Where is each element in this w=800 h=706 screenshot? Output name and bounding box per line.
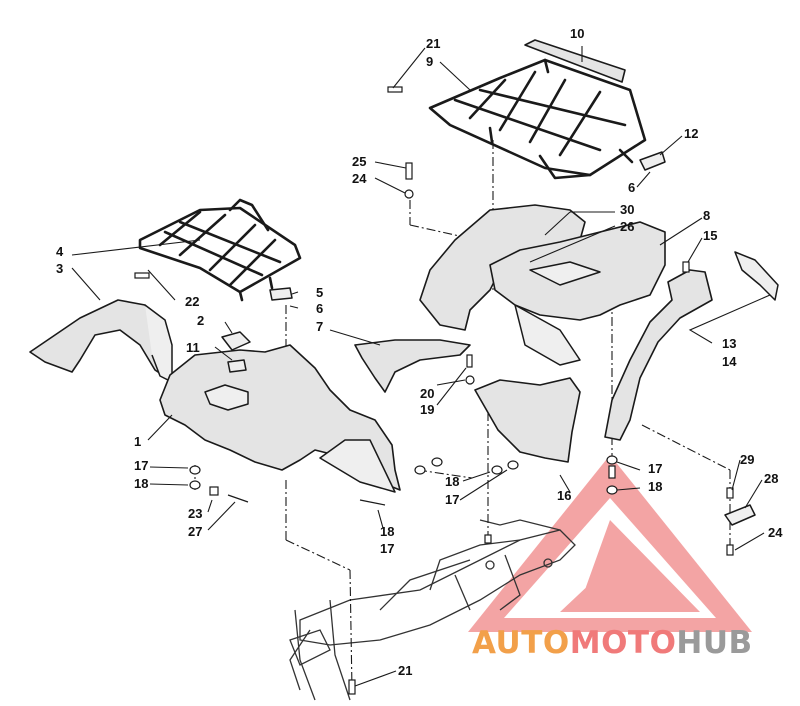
callout-5: 5 [316, 285, 323, 300]
rear-rack-bracket [639, 151, 666, 171]
watermark-text: AUTOMOTOHUB [472, 625, 753, 661]
callout-8: 8 [703, 208, 710, 223]
rack-bracket [269, 287, 293, 301]
callout-18d: 18 [380, 524, 394, 539]
fender-flap [734, 251, 779, 301]
callout-30: 30 [620, 202, 634, 217]
callout-20: 20 [420, 386, 434, 401]
callout-27: 27 [188, 524, 202, 539]
callout-19: 19 [420, 402, 434, 417]
rear-rack [428, 58, 647, 180]
center-panel [354, 339, 471, 393]
callout-leaders [71, 46, 771, 687]
callout-26: 26 [620, 219, 634, 234]
callout-6b: 6 [316, 301, 323, 316]
mud-flap-bracket [724, 504, 756, 526]
rack-grip-bar [524, 39, 626, 83]
callout-12: 12 [684, 126, 698, 141]
callout-13: 13 [722, 336, 736, 351]
rear-side-panel [474, 377, 581, 463]
callout-11: 11 [186, 340, 200, 355]
callout-6: 6 [628, 180, 635, 195]
front-body-panel [159, 344, 401, 493]
callout-2: 2 [197, 313, 204, 328]
callout-17a: 17 [134, 458, 148, 473]
callout-10: 10 [570, 26, 584, 41]
watermark-part-auto: AUTO [472, 625, 570, 661]
callout-4: 4 [56, 244, 64, 259]
vehicle-frame [289, 519, 576, 701]
callout-17b: 17 [445, 492, 459, 507]
callout-15: 15 [703, 228, 717, 243]
callout-18c: 18 [648, 479, 662, 494]
callout-3: 3 [56, 261, 63, 276]
watermark-part-hub: HUB [676, 625, 752, 661]
callout-1: 1 [134, 434, 141, 449]
front-fender-panel [29, 299, 173, 383]
fuel-cap-cover [221, 331, 251, 351]
callout-18a: 18 [134, 476, 148, 491]
rear-fender-flare [604, 269, 713, 441]
callout-labels: 21 9 10 12 6 25 24 30 26 8 15 4 3 22 5 6… [56, 26, 783, 678]
callout-16: 16 [557, 488, 571, 503]
callout-18b: 18 [445, 474, 459, 489]
callout-25: 25 [352, 154, 366, 169]
callout-29: 29 [740, 452, 754, 467]
callout-14: 14 [722, 354, 737, 369]
callout-21b: 21 [398, 663, 412, 678]
fastener-hardware [134, 86, 734, 695]
callout-28: 28 [764, 471, 778, 486]
callout-22: 22 [185, 294, 199, 309]
callout-9: 9 [426, 54, 433, 69]
front-rack [138, 198, 302, 302]
callout-7: 7 [316, 319, 323, 334]
callout-23: 23 [188, 506, 202, 521]
watermark-part-moto: MOTO [570, 625, 677, 661]
callout-17c: 17 [648, 461, 662, 476]
watermark-logo [468, 455, 752, 632]
callout-24: 24 [352, 171, 367, 186]
callout-21: 21 [426, 36, 440, 51]
rear-body-panel [419, 204, 666, 366]
callout-24b: 24 [768, 525, 783, 540]
callout-17d: 17 [380, 541, 394, 556]
